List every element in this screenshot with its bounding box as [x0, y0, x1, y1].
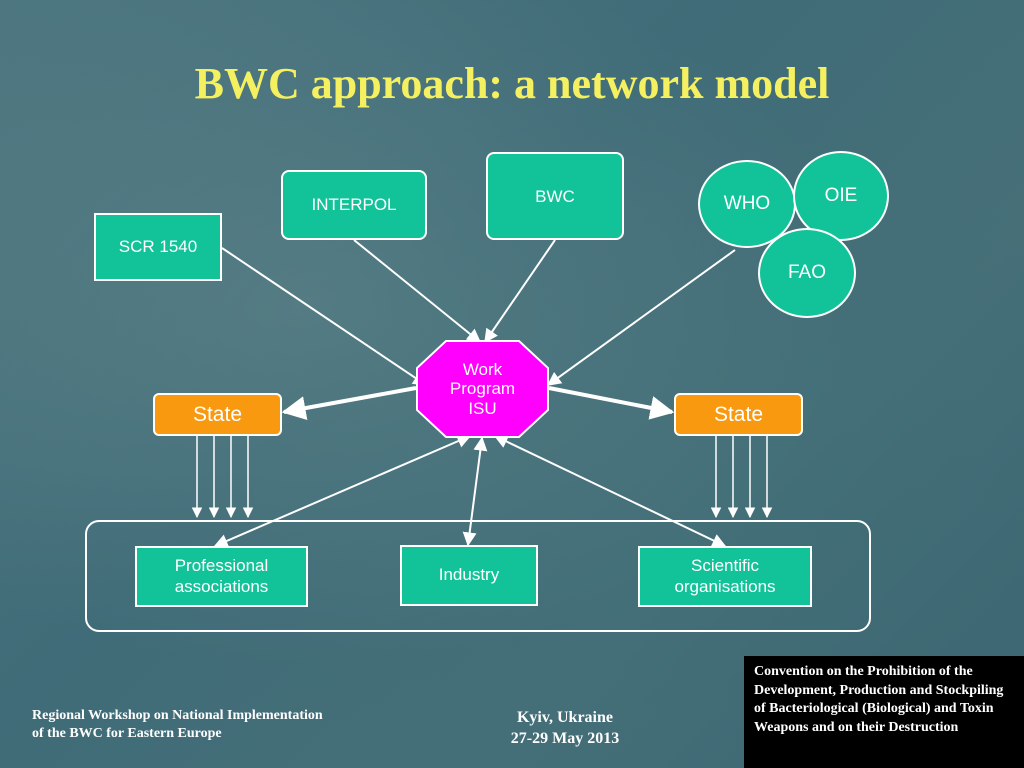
- convention-note: Convention on the Prohibition of the Dev…: [744, 656, 1024, 768]
- arrow-bwc-to-center: [484, 239, 556, 344]
- stakeholder-group-frame: [85, 520, 871, 632]
- node-state-right: State: [674, 393, 803, 436]
- node-oie: OIE: [793, 151, 889, 241]
- arrow-center-to-state-right: [548, 386, 675, 420]
- node-work-program-isu: Work Program ISU: [416, 340, 549, 438]
- node-professional-associations: Professional associations: [135, 546, 308, 607]
- arrow-center-scientific: [493, 435, 727, 547]
- node-state-left: State: [153, 393, 282, 436]
- footer-workshop: Regional Workshop on National Implementa…: [32, 707, 412, 743]
- arrow-scr1540-to-center: [221, 247, 428, 386]
- node-work-program-isu-label: Work Program ISU: [449, 359, 516, 418]
- arrow-who-to-center: [546, 249, 736, 386]
- footer-location: Kyiv, Ukraine 27-29 May 2013: [480, 708, 650, 750]
- node-scientific-organisations: Scientific organisations: [638, 546, 812, 607]
- node-scr1540: SCR 1540: [94, 213, 222, 281]
- node-who: WHO: [698, 160, 796, 248]
- arrow-center-professional: [213, 434, 472, 548]
- slide-title: BWC approach: a network model: [194, 59, 830, 108]
- footer-dates: 27-29 May 2013: [510, 729, 620, 747]
- footer-workshop-line1: Regional Workshop on National Implementa…: [32, 708, 323, 723]
- arrow-center-to-state-left: [281, 386, 417, 420]
- node-bwc: BWC: [486, 152, 624, 240]
- node-fao: FAO: [758, 228, 856, 318]
- footer-workshop-line2: of the BWC for Eastern Europe: [32, 726, 222, 742]
- node-interpol: INTERPOL: [281, 170, 427, 240]
- node-industry: Industry: [400, 545, 538, 606]
- arrow-center-industry: [462, 436, 488, 547]
- arrow-interpol-to-center: [353, 239, 482, 343]
- footer-place: Kyiv, Ukraine: [516, 709, 613, 726]
